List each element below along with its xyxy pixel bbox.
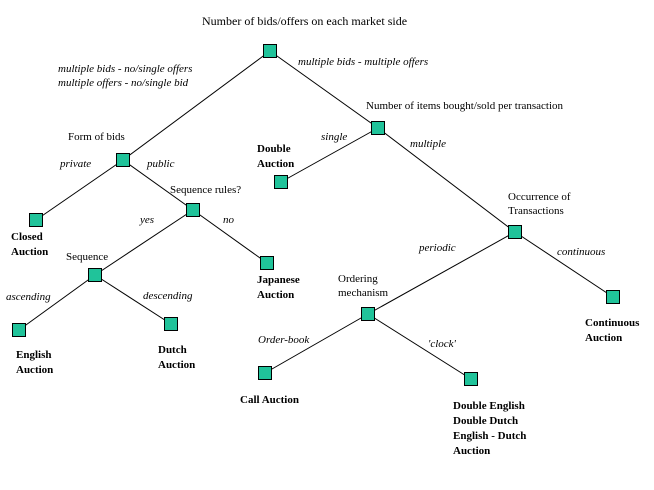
items-per-transaction-label: Number of items bought/sold per transact… (366, 100, 564, 112)
clock-label: 'clock' (428, 338, 456, 350)
periodic-label: periodic (419, 242, 456, 254)
english-auction-label: English Auction (16, 349, 54, 376)
call-auction-label: Call Auction (240, 394, 299, 406)
sequence-node (88, 268, 102, 282)
sequence-label: Sequence (66, 251, 109, 263)
double-english-node (464, 372, 478, 386)
edge-form-closed (35, 159, 124, 221)
sequence-rules-node (186, 203, 200, 217)
continuous-auction-node (606, 290, 620, 304)
dutch-auction-label: Dutch Auction (158, 344, 196, 371)
yes-label: yes (140, 214, 155, 226)
dutch-auction-node (164, 317, 178, 331)
edge-ordering-double-english (367, 313, 472, 380)
right-branch-label: multiple bids - multiple offers (298, 56, 429, 68)
left-branch-label: multiple bids - no/single offers multipl… (58, 63, 193, 89)
closed-auction-node (29, 213, 43, 227)
form-of-bids-label: Form of bids (68, 131, 125, 143)
double-auction-label: Double Auction (257, 143, 295, 170)
private-label: private (60, 158, 92, 170)
edge-sequence-english (18, 274, 96, 331)
form-of-bids-node (116, 153, 130, 167)
edge-root-form-of-bids (122, 50, 271, 161)
diagram-title: Number of bids/offers on each market sid… (202, 14, 408, 28)
call-auction-node (258, 366, 272, 380)
edge-occurrence-continuous (514, 231, 614, 298)
closed-auction-label: Closed Auction (11, 231, 49, 258)
edge-items-occurrence (377, 127, 516, 233)
double-auction-node (274, 175, 288, 189)
japanese-auction-label: Japanese Auction (257, 274, 300, 301)
ordering-node (361, 307, 375, 321)
edge-form-sequence-rules (122, 159, 194, 211)
ascending-label: ascending (6, 291, 51, 303)
items-node (371, 121, 385, 135)
ordering-mechanism-label: Ordering mechanism (338, 273, 389, 299)
descending-label: descending (143, 290, 193, 302)
no-label: no (223, 214, 234, 226)
edge-occurrence-ordering (367, 231, 516, 315)
single-label: single (321, 131, 348, 143)
multiple-label: multiple (410, 138, 447, 150)
edge-items-double (280, 127, 379, 183)
edge-rules-sequence (94, 209, 194, 276)
root-node (263, 44, 277, 58)
order-book-label: Order-book (258, 334, 310, 346)
occurrence-node (508, 225, 522, 239)
double-english-group-label: Double English Double Dutch English - Du… (453, 400, 527, 457)
english-auction-node (12, 323, 26, 337)
continuous-label: continuous (557, 246, 606, 258)
occurrence-label: Occurrence of Transactions (508, 191, 571, 217)
sequence-rules-label: Sequence rules? (170, 184, 242, 196)
edge-sequence-dutch (94, 274, 172, 325)
edge-rules-japanese (192, 209, 268, 264)
edge-ordering-call (264, 313, 369, 374)
continuous-auction-label: Continuous Auction (585, 317, 640, 344)
japanese-auction-node (260, 256, 274, 270)
public-label: public (147, 158, 175, 170)
edge-root-items (269, 50, 379, 129)
